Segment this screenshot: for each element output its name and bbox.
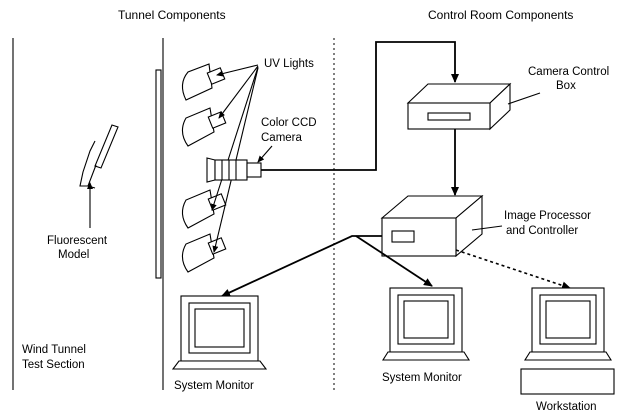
system-monitor-1-label: System Monitor: [174, 380, 254, 392]
uv-lamp-icon: [181, 63, 226, 101]
system-monitor-1-icon[interactable]: [171, 295, 268, 370]
image-processor-label-line2: and Controller: [506, 225, 578, 237]
system-monitor-2-icon[interactable]: [382, 287, 470, 361]
processor-to-system-monitor-1-cable: [221, 235, 382, 297]
test-section-label-line2: Test Section: [22, 359, 85, 371]
camera-control-box-icon[interactable]: [406, 82, 512, 131]
image-processor-pointer: [471, 225, 503, 231]
workstation-icon[interactable]: [520, 287, 615, 395]
workstation-label: Workstation: [536, 401, 597, 413]
tunnel-components-header: Tunnel Components: [118, 8, 226, 22]
uv-lights-pointers: [210, 64, 259, 253]
system-monitor-2-label: System Monitor: [382, 372, 462, 384]
camera-label-line2: Camera: [261, 132, 303, 144]
camera-to-control-box-cable: [261, 41, 459, 171]
test-section-label-line1: Wind Tunnel: [22, 344, 86, 356]
model-label-line2: Model: [58, 249, 89, 261]
model-label-line1: Fluorescent: [47, 235, 108, 247]
processor-to-system-monitor-2-cable: [355, 235, 433, 287]
uv-lamp-icon: [181, 107, 227, 147]
uv-lamp-icon: [181, 189, 227, 229]
camera-label-line1: Color CCD: [261, 117, 317, 129]
image-processor-icon[interactable]: [380, 194, 484, 258]
tunnel-window: [155, 69, 162, 279]
camera-control-pointer: [507, 92, 541, 105]
ccd-camera-icon: [206, 157, 262, 183]
camera-control-label-line1: Camera Control: [528, 66, 609, 78]
uv-lights-label: UV Lights: [264, 58, 314, 70]
uv-lamp-icon: [181, 233, 227, 273]
processor-to-workstation-link: [455, 249, 571, 290]
camera-pointer: [257, 145, 273, 163]
camera-control-label-line2: Box: [556, 80, 576, 92]
wing-model-icon: [79, 124, 119, 189]
image-processor-label-line1: Image Processor: [504, 210, 591, 222]
control-room-components-header: Control Room Components: [428, 8, 573, 22]
